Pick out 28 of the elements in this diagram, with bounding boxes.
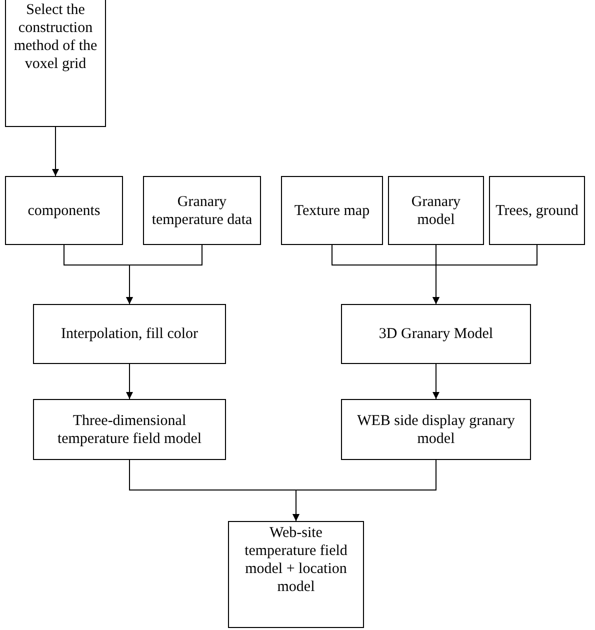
box-label: Granary model bbox=[410, 192, 462, 228]
box-label: Trees, ground bbox=[496, 202, 578, 220]
box-label: Select the construction method of the voxel grid bbox=[12, 1, 98, 73]
process-box bbox=[33, 399, 226, 460]
arrow bbox=[126, 244, 202, 304]
arrow bbox=[126, 364, 133, 400]
process-box bbox=[33, 304, 226, 364]
process-box bbox=[228, 521, 364, 628]
arrow bbox=[52, 126, 59, 176]
box-label: components bbox=[28, 202, 100, 220]
box-label: WEB side display granary model bbox=[356, 412, 516, 448]
arrow bbox=[292, 460, 436, 522]
process-box bbox=[5, 176, 123, 245]
arrow bbox=[432, 244, 538, 304]
arrow bbox=[432, 364, 440, 400]
process-box bbox=[281, 176, 383, 245]
process-box bbox=[5, 0, 106, 127]
process-box bbox=[341, 304, 531, 364]
process-box bbox=[489, 176, 585, 245]
process-box bbox=[341, 399, 531, 460]
box-label: Three-dimensional temperature field model bbox=[56, 412, 203, 448]
box-label: Granary temperature data bbox=[150, 192, 254, 228]
box-label: Web-site temperature field model + location model bbox=[244, 524, 348, 596]
box-label: Texture map bbox=[294, 202, 370, 220]
process-box bbox=[388, 176, 484, 245]
box-label: 3D Granary Model bbox=[378, 325, 494, 343]
box-label: Interpolation, fill color bbox=[60, 325, 198, 343]
process-box bbox=[143, 176, 261, 245]
